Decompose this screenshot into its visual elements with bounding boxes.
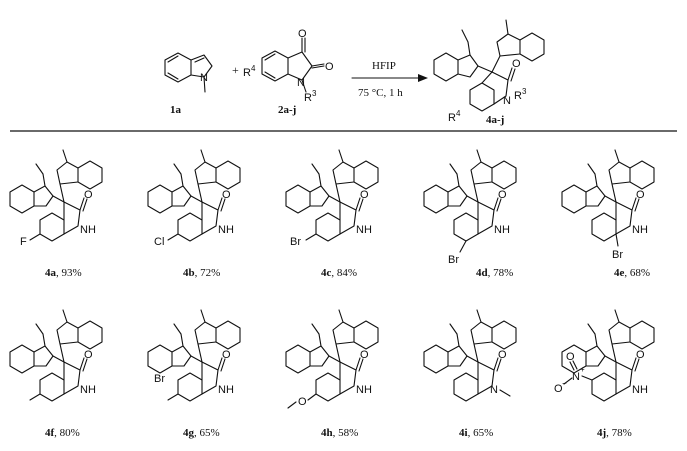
atom-o: O — [84, 349, 93, 361]
reagent-text: HFIP — [372, 60, 396, 72]
atom-o: O — [222, 349, 231, 361]
product-4i: O N 4i, 65% — [423, 309, 517, 439]
atom-o: O — [498, 349, 507, 361]
atom-nh: NH — [218, 384, 234, 396]
r4-label: R4 — [448, 109, 461, 124]
product-label: 4d, 78% — [476, 267, 513, 279]
plus-sign: + — [232, 63, 239, 77]
product-label: 4j, 78% — [597, 427, 632, 439]
atom-o: O — [325, 61, 334, 73]
substituent: O — [298, 396, 307, 408]
atom-o: O — [360, 349, 369, 361]
product-4d: O NH Br 4d, 78% — [423, 149, 517, 279]
substituent: Br — [612, 249, 623, 261]
atom-n: N — [297, 77, 305, 89]
substituent: F — [20, 236, 27, 248]
nitro-o: O — [554, 383, 563, 395]
atom-nh: NH — [80, 224, 96, 236]
conditions-text: 75 °C, 1 h — [358, 87, 403, 99]
product-label: 4f, 80% — [45, 427, 80, 439]
product-label: 4e, 68% — [614, 267, 650, 279]
compound-label-2a-j: 2a-j — [278, 104, 296, 116]
atom-n: N — [503, 95, 511, 107]
nitro-minus: − — [562, 379, 567, 388]
compound-label-1a: 1a — [170, 104, 182, 116]
atom-nh: NH — [356, 224, 372, 236]
product-4g: O NH Br 4g, 65% — [147, 309, 241, 439]
substituent: Cl — [154, 236, 164, 248]
product-4b: O NH Cl 4b, 72% — [147, 149, 241, 279]
reactant-1a: N 1a — [164, 52, 213, 116]
atom-o: O — [84, 189, 93, 201]
product-label: 4h, 58% — [321, 427, 358, 439]
atom-nh: NH — [494, 224, 510, 236]
atom-nh: NH — [632, 384, 648, 396]
product-4f: O NH 4f, 80% — [9, 309, 103, 439]
nitro-o: O — [566, 351, 575, 363]
atom-o: O — [360, 189, 369, 201]
substituent: Br — [448, 254, 459, 266]
atom-n: N — [490, 384, 498, 396]
r3-label: R3 — [514, 87, 527, 102]
product-label: 4i, 65% — [459, 427, 493, 439]
product-label: 4g, 65% — [183, 427, 220, 439]
atom-nh: NH — [218, 224, 234, 236]
nitro-n: N — [572, 371, 580, 383]
compound-label-4a-j: 4a-j — [486, 114, 504, 126]
product-label: 4a, 93% — [45, 267, 82, 279]
product-4a-j: O N R3 R4 4a-j — [433, 19, 545, 126]
reaction-arrow: HFIP 75 °C, 1 h — [351, 60, 428, 99]
atom-n: N — [200, 72, 208, 84]
r4-label: R4 — [243, 64, 256, 79]
substituent: Br — [154, 373, 165, 385]
product-4a: O NH F 4a, 93% — [9, 149, 103, 279]
product-4e: O NH Br 4e, 68% — [561, 149, 655, 279]
r3-label: R3 — [304, 89, 317, 104]
atom-nh: NH — [632, 224, 648, 236]
atom-o: O — [498, 189, 507, 201]
atom-o: O — [222, 189, 231, 201]
product-label: 4b, 72% — [183, 267, 220, 279]
atom-o: O — [298, 28, 307, 40]
product-4h: O NH O 4h, 58% — [285, 309, 379, 439]
product-label: 4c, 84% — [321, 267, 357, 279]
atom-o: O — [636, 349, 645, 361]
atom-nh: NH — [80, 384, 96, 396]
product-4j: O NH N + O − O 4j, 78% — [554, 309, 655, 439]
product-4c: O NH Br 4c, 84% — [285, 149, 379, 279]
atom-nh: NH — [356, 384, 372, 396]
nitro-plus: + — [580, 365, 585, 374]
reactant-2a-j: R4 O O N R3 2a-j — [243, 28, 334, 116]
substituent: Br — [290, 236, 301, 248]
atom-o: O — [636, 189, 645, 201]
atom-o: O — [512, 58, 521, 70]
